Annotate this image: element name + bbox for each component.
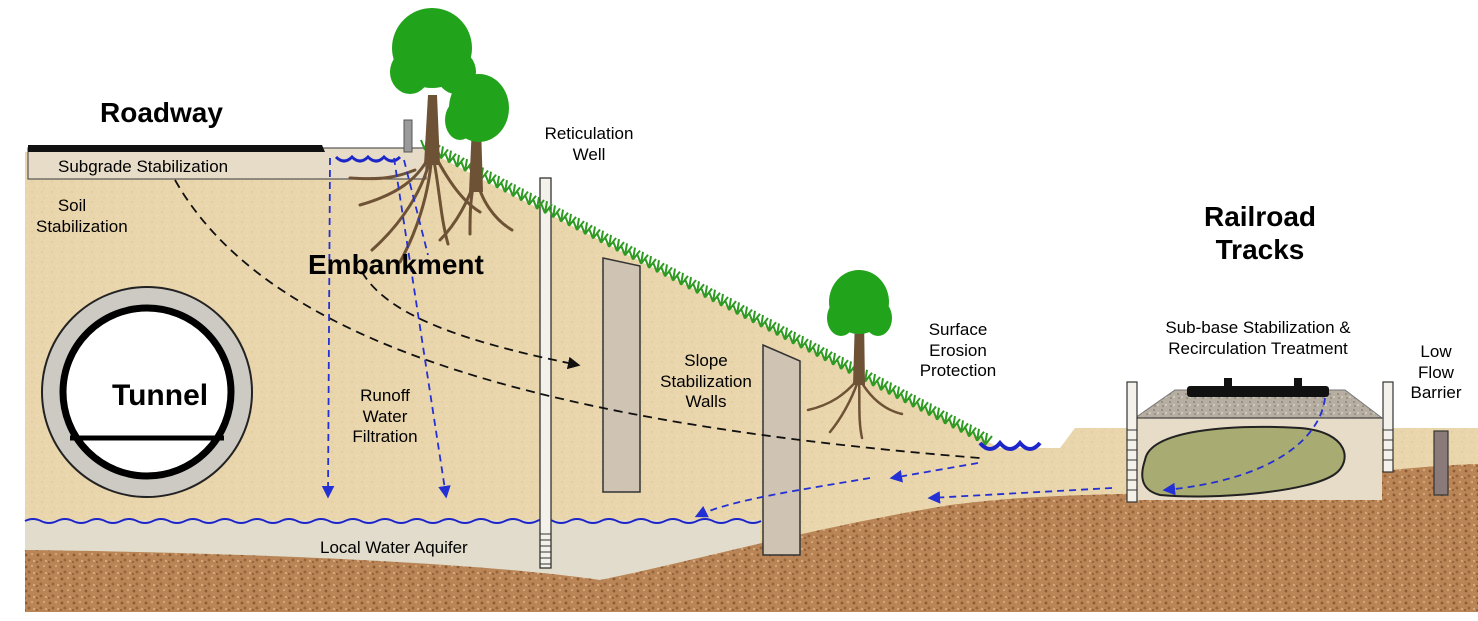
railroad-tracks-label: Railroad Tracks xyxy=(1203,201,1317,266)
erosion-tree-canopy xyxy=(827,270,892,336)
slope-wall-1 xyxy=(602,257,641,493)
slope-wall-2 xyxy=(762,343,801,556)
reticulation-well-pipe xyxy=(539,177,552,569)
well-screen xyxy=(540,533,551,565)
soil-stabilization-label: Soil Stabilization xyxy=(36,196,128,236)
runoff-filtration-label: Runoff Water Filtration xyxy=(352,386,418,447)
subgrade-stabilization-label: Subgrade Stabilization xyxy=(58,157,229,176)
rail-tie xyxy=(1187,386,1329,397)
low-flow-barrier xyxy=(1433,430,1449,496)
runoff-flow-arrows xyxy=(321,157,1326,518)
aquifer-label: Local Water Aquifer xyxy=(320,538,468,557)
tunnel-inner xyxy=(59,304,235,480)
embankment-label: Embankment xyxy=(308,249,484,280)
rail-post-right xyxy=(1382,381,1394,473)
rail-left xyxy=(1224,378,1232,388)
slope-walls-label: Slope Stabilization Walls xyxy=(660,351,752,412)
rail-right xyxy=(1294,378,1302,388)
rail-post-ticks xyxy=(1127,429,1393,491)
roadway-label: Roadway xyxy=(100,97,223,128)
subbase-treatment-label: Sub-base Stabilization & Recirculation T… xyxy=(1165,318,1351,358)
erosion-tree-trunk xyxy=(853,318,865,385)
embankment-tree2-canopy xyxy=(445,74,509,142)
reticulation-well-label: Reticulation Well xyxy=(544,124,634,164)
subgrade-slab xyxy=(27,147,427,180)
tunnel-label: Tunnel xyxy=(112,379,209,412)
rail-post-left xyxy=(1126,381,1138,503)
gravel-bedrock xyxy=(25,464,1478,612)
low-flow-barrier-label: Low Flow Barrier xyxy=(1410,342,1462,403)
roadway-pavement xyxy=(28,145,325,152)
embankment-tree-trunk xyxy=(424,95,440,165)
treatment-zone xyxy=(1141,425,1346,498)
seepage-path-lower xyxy=(174,179,981,459)
erosion-protection-label: Surface Erosion Protection xyxy=(919,320,997,381)
erosion-water-icon xyxy=(978,439,1042,451)
water-table xyxy=(24,518,762,524)
drain-post xyxy=(403,119,413,153)
seepage-path-upper xyxy=(361,271,581,370)
roadside-water-icon xyxy=(334,154,402,163)
